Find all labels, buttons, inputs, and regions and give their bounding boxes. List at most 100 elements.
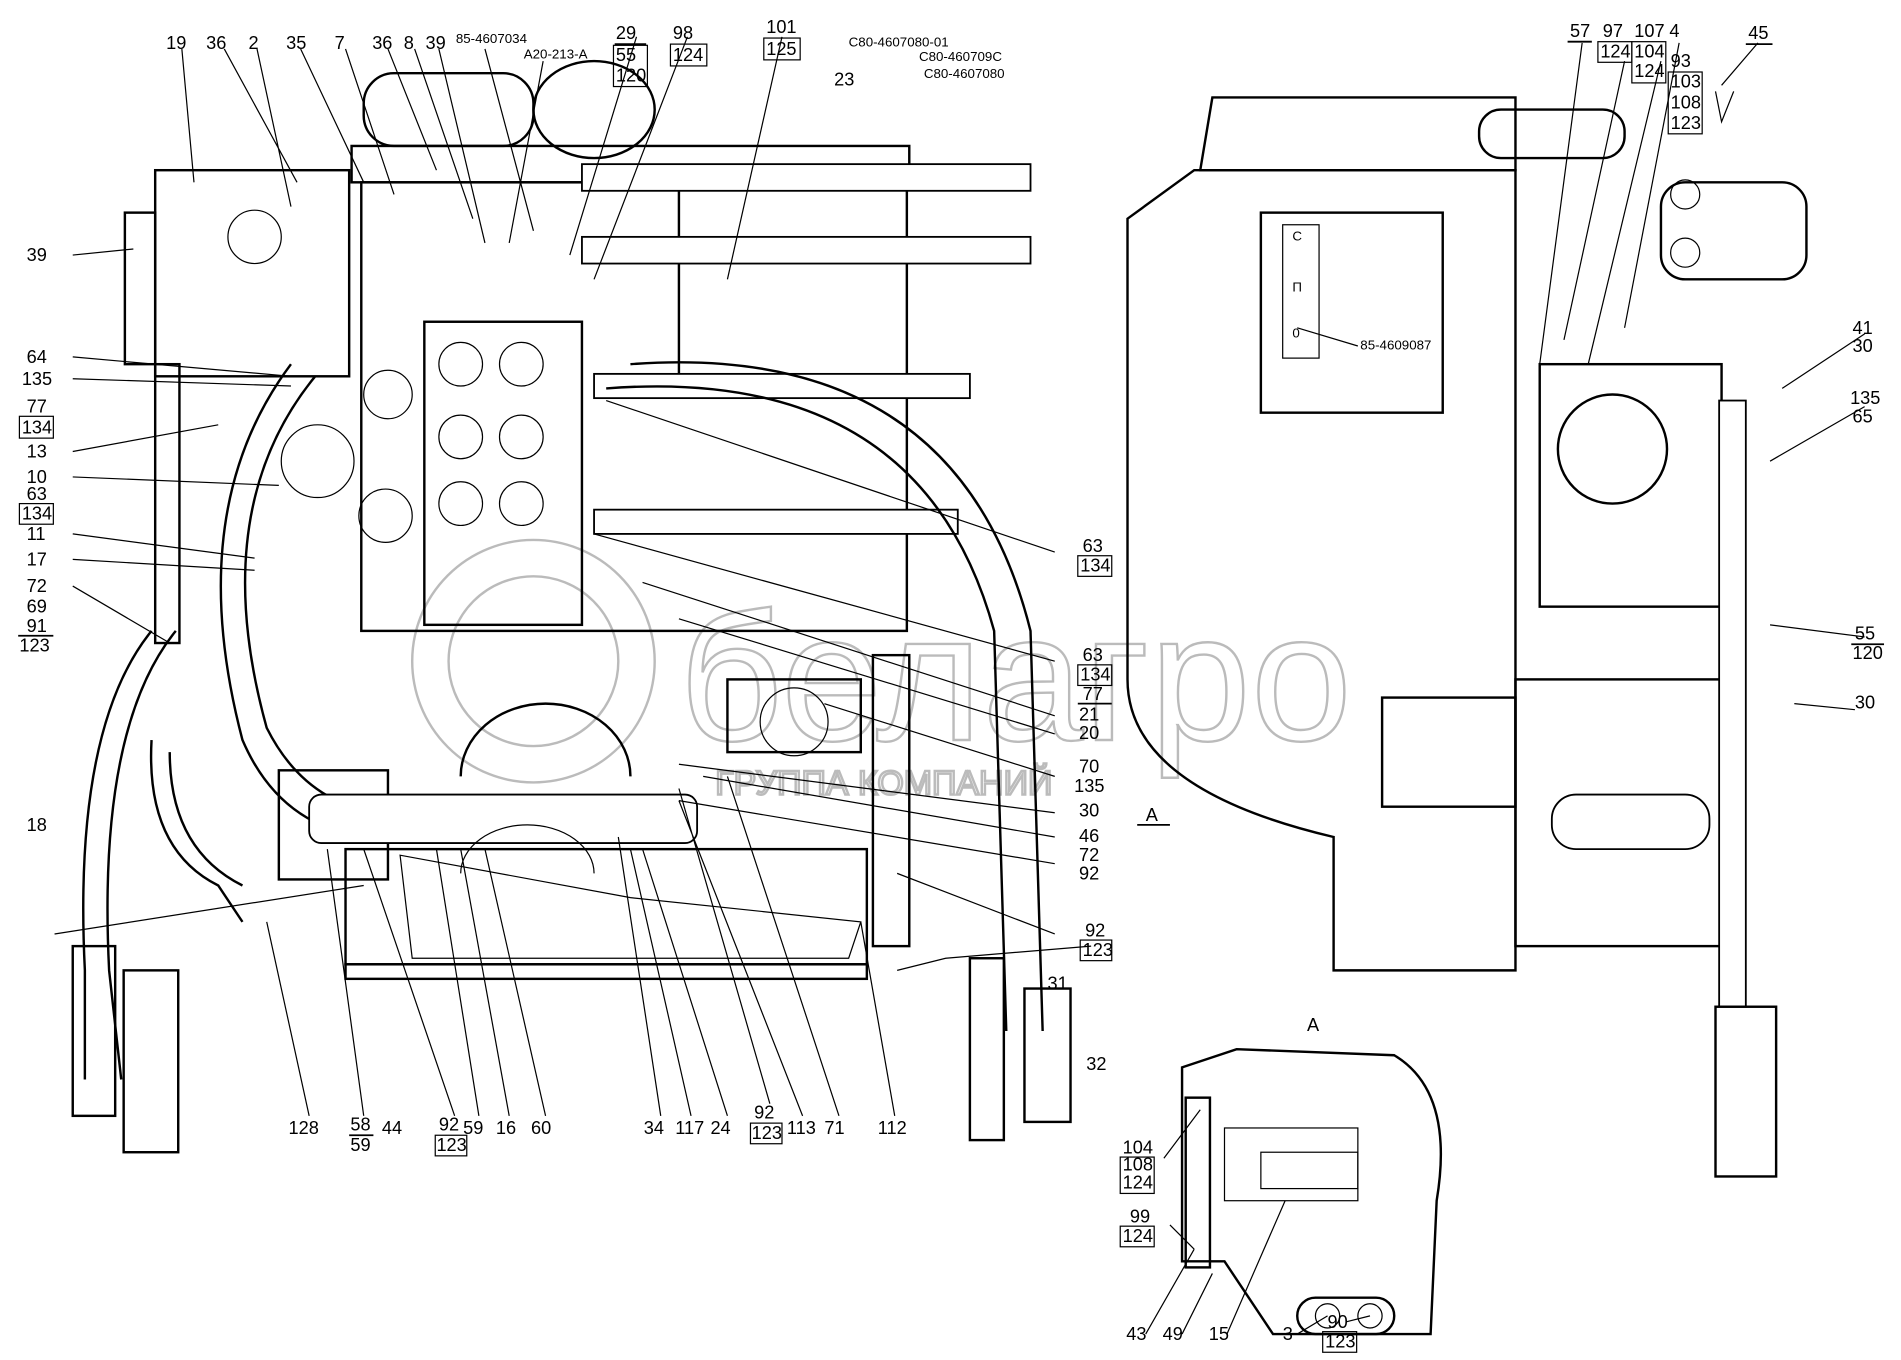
leader-lines bbox=[72, 36, 1865, 1335]
callout-49: 49 bbox=[1163, 1324, 1183, 1344]
callout-124-a2: 124 bbox=[1123, 1226, 1153, 1246]
callout-72: 72 bbox=[27, 576, 47, 596]
callout-43: 43 bbox=[1126, 1324, 1146, 1344]
callout-10: 10 bbox=[27, 467, 47, 487]
callout-92c: 92 bbox=[754, 1102, 774, 1122]
callout-60: 60 bbox=[531, 1118, 551, 1138]
callout-41: 41 bbox=[1853, 318, 1873, 338]
callout-124: 124 bbox=[673, 45, 703, 65]
callout-32: 32 bbox=[1086, 1054, 1106, 1074]
callout-20: 20 bbox=[1079, 723, 1099, 743]
callout-57: 57 bbox=[1570, 21, 1590, 41]
callout-58: 58 bbox=[350, 1114, 370, 1134]
callout-36: 36 bbox=[206, 33, 226, 53]
callout-134-r: 134 bbox=[1080, 555, 1110, 575]
callout-108-a: 108 bbox=[1123, 1154, 1153, 1174]
callout-97: 97 bbox=[1603, 21, 1623, 41]
callout-72-r: 72 bbox=[1079, 845, 1099, 865]
callout-29: 29 bbox=[616, 23, 636, 43]
callout-134-r2: 134 bbox=[1080, 665, 1110, 685]
labels-right-view: 57 97 124 107 104 124 4 93 103 108 123 4… bbox=[1292, 21, 1885, 712]
plate-mark-c: C bbox=[1292, 229, 1302, 244]
watermark: белагро ГРУППА КОМПАНИЙ bbox=[410, 538, 1353, 804]
callout-30: 30 bbox=[1079, 800, 1099, 820]
callout-59: 59 bbox=[463, 1118, 483, 1138]
side-view-right bbox=[1126, 91, 1808, 1178]
callout-19: 19 bbox=[166, 33, 186, 53]
callout-135-r: 135 bbox=[1074, 776, 1104, 796]
callout-39-left: 39 bbox=[27, 245, 47, 265]
callout-85-4607034: 85-4607034 bbox=[456, 31, 528, 46]
callout-92-r: 92 bbox=[1079, 863, 1099, 883]
callout-134: 134 bbox=[22, 417, 52, 437]
callout-92-r2: 92 bbox=[1085, 920, 1105, 940]
callout-124-rv2: 124 bbox=[1634, 61, 1664, 81]
labels-bottom: 128 58 59 44 92 123 59 16 60 34 117 24 9… bbox=[289, 1102, 907, 1157]
callout-101: 101 bbox=[766, 17, 796, 37]
callout-63-r2: 63 bbox=[1083, 645, 1103, 665]
section-a-view bbox=[1180, 1047, 1443, 1336]
main-view-left bbox=[54, 59, 1092, 1154]
callout-c80-460709c: C80-460709C bbox=[919, 49, 1002, 64]
callout-104: 104 bbox=[1634, 41, 1664, 61]
callout-128: 128 bbox=[289, 1118, 319, 1138]
callout-3: 3 bbox=[1283, 1324, 1293, 1344]
plate-mark-0: 0 bbox=[1292, 326, 1299, 341]
callout-135: 135 bbox=[22, 369, 52, 389]
callout-39: 39 bbox=[426, 33, 446, 53]
callout-135-rv: 135 bbox=[1850, 388, 1880, 408]
callout-34: 34 bbox=[644, 1118, 664, 1138]
callout-93: 93 bbox=[1671, 51, 1691, 71]
callout-99: 99 bbox=[1130, 1207, 1150, 1227]
callout-124-rv: 124 bbox=[1600, 41, 1630, 61]
callout-107: 107 bbox=[1634, 21, 1664, 41]
callout-8: 8 bbox=[404, 33, 414, 53]
callout-113: 113 bbox=[787, 1118, 816, 1138]
callout-63: 63 bbox=[27, 484, 47, 504]
plate-code: 85-4609087 bbox=[1360, 338, 1431, 353]
callout-35: 35 bbox=[286, 33, 306, 53]
callout-64: 64 bbox=[27, 347, 47, 367]
callout-30-rv: 30 bbox=[1853, 336, 1873, 356]
callout-23: 23 bbox=[834, 69, 854, 89]
callout-36b: 36 bbox=[372, 33, 392, 53]
callout-11: 11 bbox=[27, 524, 46, 544]
callout-120: 120 bbox=[616, 66, 646, 86]
callout-13: 13 bbox=[27, 442, 47, 462]
callout-55-rv: 55 bbox=[1855, 623, 1875, 643]
callout-16: 16 bbox=[496, 1118, 516, 1138]
watermark-brand: белагро bbox=[679, 575, 1352, 779]
callout-7: 7 bbox=[335, 33, 345, 53]
callout-123-r: 123 bbox=[1083, 940, 1113, 960]
callout-45: 45 bbox=[1748, 23, 1768, 43]
callout-44: 44 bbox=[382, 1118, 402, 1138]
callout-104-a: 104 bbox=[1123, 1137, 1153, 1157]
callout-123b: 123 bbox=[436, 1135, 466, 1155]
callout-123: 123 bbox=[19, 636, 49, 656]
callout-103: 103 bbox=[1671, 72, 1701, 92]
callout-24: 24 bbox=[710, 1118, 730, 1138]
callout-17: 17 bbox=[27, 549, 47, 569]
callout-65: 65 bbox=[1853, 406, 1873, 426]
labels-section-a: A 104 108 124 99 124 43 49 15 3 90 123 bbox=[1119, 1015, 1358, 1353]
view-a-marker: A bbox=[1146, 805, 1159, 825]
callout-4: 4 bbox=[1669, 21, 1679, 41]
callout-123-rv: 123 bbox=[1671, 113, 1701, 133]
callout-112: 112 bbox=[878, 1118, 907, 1138]
callout-21: 21 bbox=[1079, 705, 1099, 725]
labels-mid-right: 63 134 63 134 77 21 20 70 135 30 46 72 9… bbox=[1047, 536, 1170, 1074]
callout-77-r: 77 bbox=[1083, 684, 1103, 704]
plate-mark-p: П bbox=[1292, 279, 1302, 294]
callout-123-a: 123 bbox=[1325, 1331, 1355, 1351]
callout-134b: 134 bbox=[22, 503, 52, 523]
callout-124-a: 124 bbox=[1123, 1173, 1153, 1193]
callout-120-rv: 120 bbox=[1853, 643, 1883, 663]
callout-31: 31 bbox=[1047, 974, 1067, 994]
callout-15: 15 bbox=[1209, 1324, 1229, 1344]
callout-70: 70 bbox=[1079, 757, 1099, 777]
labels-left: 39 64 135 77 134 13 10 63 134 11 17 72 6… bbox=[18, 245, 54, 835]
callout-117: 117 bbox=[675, 1118, 704, 1138]
callout-71: 71 bbox=[824, 1118, 844, 1138]
callout-108: 108 bbox=[1671, 92, 1701, 112]
